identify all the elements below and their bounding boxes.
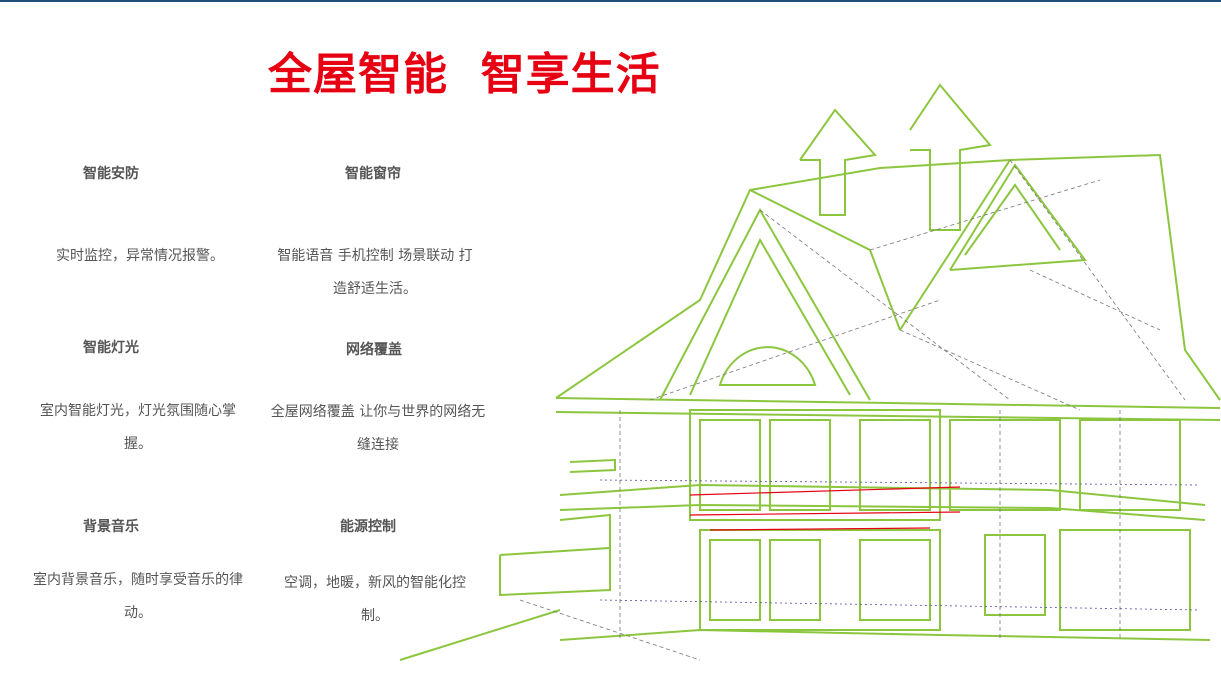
feature-desc-music: 室内背景音乐，随时享受音乐的律动。 <box>33 572 243 621</box>
house-accent-lines-red <box>689 486 961 531</box>
feature-title-security: 智能安防 <box>83 166 139 182</box>
feature-desc-security: 实时监控，异常情况报警。 <box>56 248 224 264</box>
house-outline-green <box>399 83 1221 661</box>
feature-desc-energy: 空调，地暖，新风的智能化控制。 <box>284 575 466 624</box>
house-wireframe-illustration <box>399 83 1221 661</box>
feature-title-music: 背景音乐 <box>83 519 139 535</box>
feature-title-energy: 能源控制 <box>340 519 396 535</box>
feature-desc-lighting: 室内智能灯光，灯光氛围随心掌握。 <box>40 403 236 452</box>
top-divider-line <box>0 0 1221 2</box>
feature-desc-curtain: 智能语音 手机控制 场景联动 打造舒适生活。 <box>277 248 473 297</box>
feature-title-curtain: 智能窗帘 <box>345 166 401 182</box>
feature-desc-network: 全屋网络覆盖 让你与世界的网络无缝连接 <box>270 404 486 453</box>
page-title: 全屋智能 智享生活 <box>268 49 661 100</box>
house-structure-lines <box>519 159 1186 661</box>
feature-title-lighting: 智能灯光 <box>83 340 139 356</box>
feature-title-network: 网络覆盖 <box>346 342 402 358</box>
house-accent-lines-purple <box>599 479 1201 611</box>
